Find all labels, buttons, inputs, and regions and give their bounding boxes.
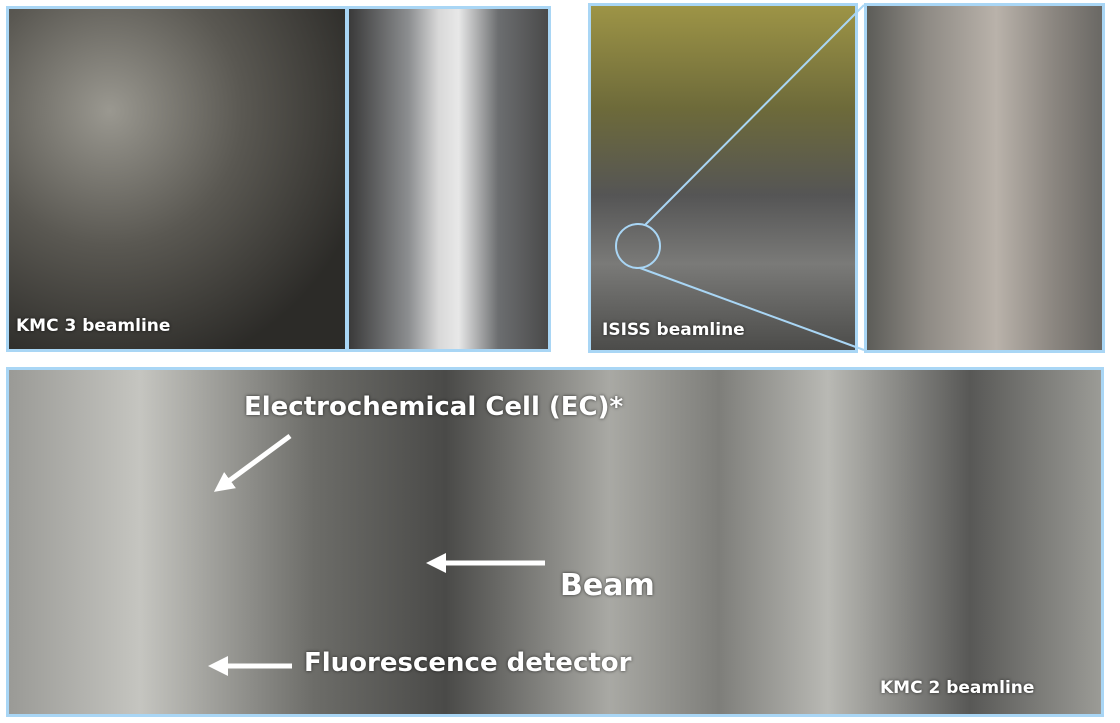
cell-arrow [213,433,292,492]
zoom-circle [615,223,661,269]
kmc3-photo-right [346,6,551,352]
kmc2-label: KMC 2 beamline [880,678,1035,698]
zoom-line-bottom [639,267,865,351]
kmc3-photo-left [6,6,348,352]
isiss-photo-overview [588,3,858,353]
kmc3-label: KMC 3 beamline [16,316,171,336]
kmc2-photo [6,367,1104,717]
isiss-photo-zoom [864,3,1105,353]
detector-annotation: Fluorescence detector [304,648,632,678]
isiss-label: ISISS beamline [602,320,745,340]
zoom-line-top [644,4,865,226]
cell-annotation: Electrochemical Cell (EC)* [244,392,624,422]
beam-annotation: Beam [560,568,655,603]
